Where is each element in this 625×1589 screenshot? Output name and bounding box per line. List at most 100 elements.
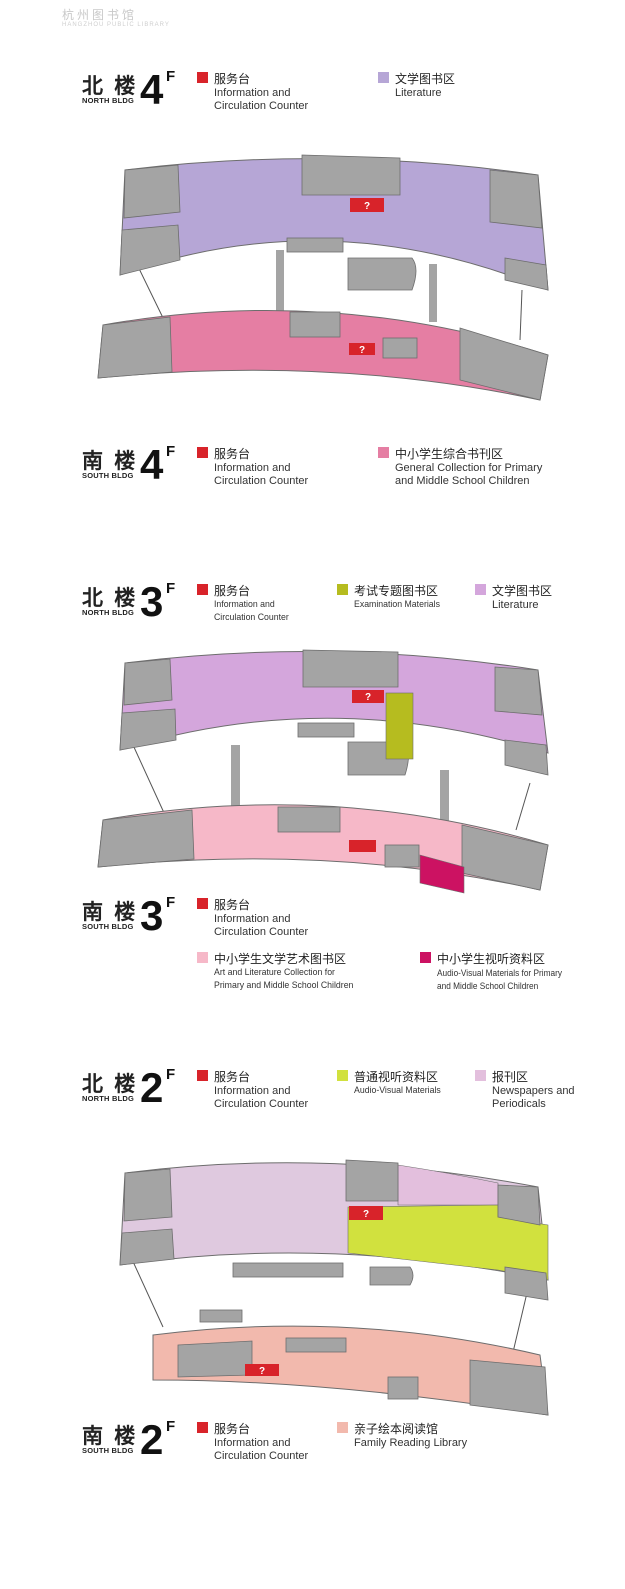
floor-map-3f: ? bbox=[97, 649, 549, 894]
help-icon: ? bbox=[259, 1366, 265, 1377]
floor-map-4f: ? ? bbox=[97, 154, 549, 401]
service-counter bbox=[349, 343, 375, 355]
service-area bbox=[302, 649, 399, 688]
legend-label-en: Family Reading Library bbox=[354, 1437, 468, 1449]
zone-literature bbox=[119, 651, 549, 754]
legend-swatch bbox=[420, 952, 431, 963]
building-name-en: SOUTH BLDG bbox=[82, 1446, 134, 1455]
service-area bbox=[123, 164, 181, 219]
service-area bbox=[97, 809, 195, 868]
legend-label-en: Art and Literature Collection for Primar… bbox=[214, 967, 354, 991]
service-area bbox=[504, 257, 549, 291]
legend-swatch bbox=[337, 584, 348, 595]
skybridge bbox=[231, 745, 240, 810]
service-area bbox=[289, 311, 341, 338]
legend-label: 服务台 bbox=[214, 1422, 251, 1436]
legend-label-en: Examination Materials bbox=[354, 599, 440, 610]
connector-line bbox=[519, 289, 523, 341]
legend-swatch bbox=[475, 584, 486, 595]
skybridge bbox=[440, 770, 449, 825]
connector-line bbox=[515, 782, 531, 831]
legend-swatch bbox=[337, 1422, 348, 1433]
service-area bbox=[97, 316, 173, 379]
building-name: 北 楼 bbox=[82, 74, 138, 98]
floor-header-north-3f: 北 楼 NORTH BLDG 3 F bbox=[82, 578, 202, 632]
legend-item-literature: 文学图书区 Literature bbox=[378, 70, 538, 110]
legend-item-literature: 文学图书区 Literature bbox=[475, 582, 585, 622]
legend-item-family: 亲子绘本阅读馆 Family Reading Library bbox=[337, 1420, 517, 1460]
building-name: 南 楼 bbox=[82, 449, 138, 473]
legend-item-counter: 服务台 Information and Circulation Counter bbox=[197, 582, 327, 627]
legend-swatch bbox=[197, 1070, 208, 1081]
service-area bbox=[369, 1266, 414, 1286]
service-area bbox=[469, 1359, 549, 1416]
floor-suffix: F bbox=[166, 1418, 176, 1435]
legend-label: 服务台 bbox=[214, 584, 251, 598]
help-icon: ? bbox=[359, 345, 365, 356]
help-icon: ? bbox=[364, 201, 370, 212]
legend-label-en: Audio-Visual Materials for Primary and M… bbox=[437, 968, 563, 991]
legend-label: 亲子绘本阅读馆 bbox=[354, 1422, 439, 1436]
legend-item-counter: 服务台 Information and Circulation Counter bbox=[197, 445, 357, 495]
service-counter bbox=[350, 198, 384, 212]
floor-map-2f: ? ? bbox=[119, 1159, 549, 1416]
floor-suffix: F bbox=[166, 580, 176, 597]
service-area bbox=[277, 806, 341, 833]
floor-header-south-4f: 南 楼 SOUTH BLDG 4 F bbox=[82, 441, 202, 495]
legend-label-en: Newspapers and Periodicals bbox=[492, 1085, 575, 1110]
legend-item-av-children: 中小学生视听资料区 Audio-Visual Materials for Pri… bbox=[420, 950, 610, 995]
escalator bbox=[286, 237, 344, 253]
service-area bbox=[119, 708, 177, 751]
legend-item-art-lit-children: 中小学生文学艺术图书区 Art and Literature Collectio… bbox=[197, 950, 407, 995]
service-area bbox=[384, 844, 420, 868]
floor-suffix: F bbox=[166, 443, 176, 460]
service-area bbox=[461, 824, 549, 891]
building-name: 南 楼 bbox=[82, 1424, 138, 1448]
floor-suffix: F bbox=[166, 1066, 176, 1083]
legend-label: 中小学生视听资料区 bbox=[437, 952, 546, 966]
service-area bbox=[345, 1159, 399, 1202]
service-area bbox=[494, 666, 543, 716]
building-name-en: NORTH BLDG bbox=[82, 1094, 134, 1103]
legend-swatch bbox=[197, 584, 208, 595]
service-area bbox=[301, 154, 401, 196]
legend-swatch bbox=[337, 1070, 348, 1081]
escalator bbox=[199, 1309, 243, 1323]
service-area bbox=[497, 1184, 541, 1226]
building-name: 南 楼 bbox=[82, 900, 138, 924]
legend-item-exam: 考试专题图书区 Examination Materials bbox=[337, 582, 467, 622]
legend-label-en: Literature bbox=[492, 599, 539, 611]
floor-number: 2 bbox=[140, 1416, 164, 1463]
floor-header-north-2f: 北 楼 NORTH BLDG 2 F bbox=[82, 1064, 202, 1118]
legend-label-en: Information and Circulation Counter bbox=[214, 1085, 309, 1110]
zone-av-children bbox=[419, 854, 465, 894]
help-icon: ? bbox=[365, 692, 371, 703]
skybridge bbox=[276, 250, 284, 318]
legend-label-en: Information and Circulation Counter bbox=[214, 87, 309, 112]
legend-label: 服务台 bbox=[214, 72, 251, 86]
connector-line bbox=[132, 744, 166, 816]
building-name-en: NORTH BLDG bbox=[82, 608, 134, 617]
service-counter bbox=[349, 840, 376, 852]
service-area bbox=[489, 169, 543, 229]
legend-swatch bbox=[475, 1070, 486, 1081]
legend-label-en: Information and Circulation Counter bbox=[214, 913, 309, 938]
floor-number: 3 bbox=[140, 578, 164, 625]
floor-header-south-3f: 南 楼 SOUTH BLDG 3 F bbox=[82, 892, 202, 946]
library-watermark-en: HANGZHOU PUBLIC LIBRARY bbox=[62, 22, 170, 28]
legend-swatch bbox=[378, 72, 389, 83]
building-name: 北 楼 bbox=[82, 1072, 138, 1096]
escalator bbox=[232, 1262, 344, 1278]
floor-number: 2 bbox=[140, 1064, 164, 1111]
legend-label-en: Literature bbox=[395, 87, 442, 99]
service-area bbox=[285, 1337, 347, 1353]
floor-number: 4 bbox=[140, 66, 164, 113]
legend-label: 普通视听资料区 bbox=[354, 1070, 439, 1084]
help-icon: ? bbox=[363, 1209, 369, 1220]
building-name-en: NORTH BLDG bbox=[82, 96, 134, 105]
library-watermark: 杭州图书馆 bbox=[62, 8, 138, 22]
service-area bbox=[119, 224, 181, 276]
skybridge bbox=[429, 264, 437, 322]
legend-label: 文学图书区 bbox=[492, 584, 553, 598]
legend-label: 考试专题图书区 bbox=[354, 584, 439, 598]
